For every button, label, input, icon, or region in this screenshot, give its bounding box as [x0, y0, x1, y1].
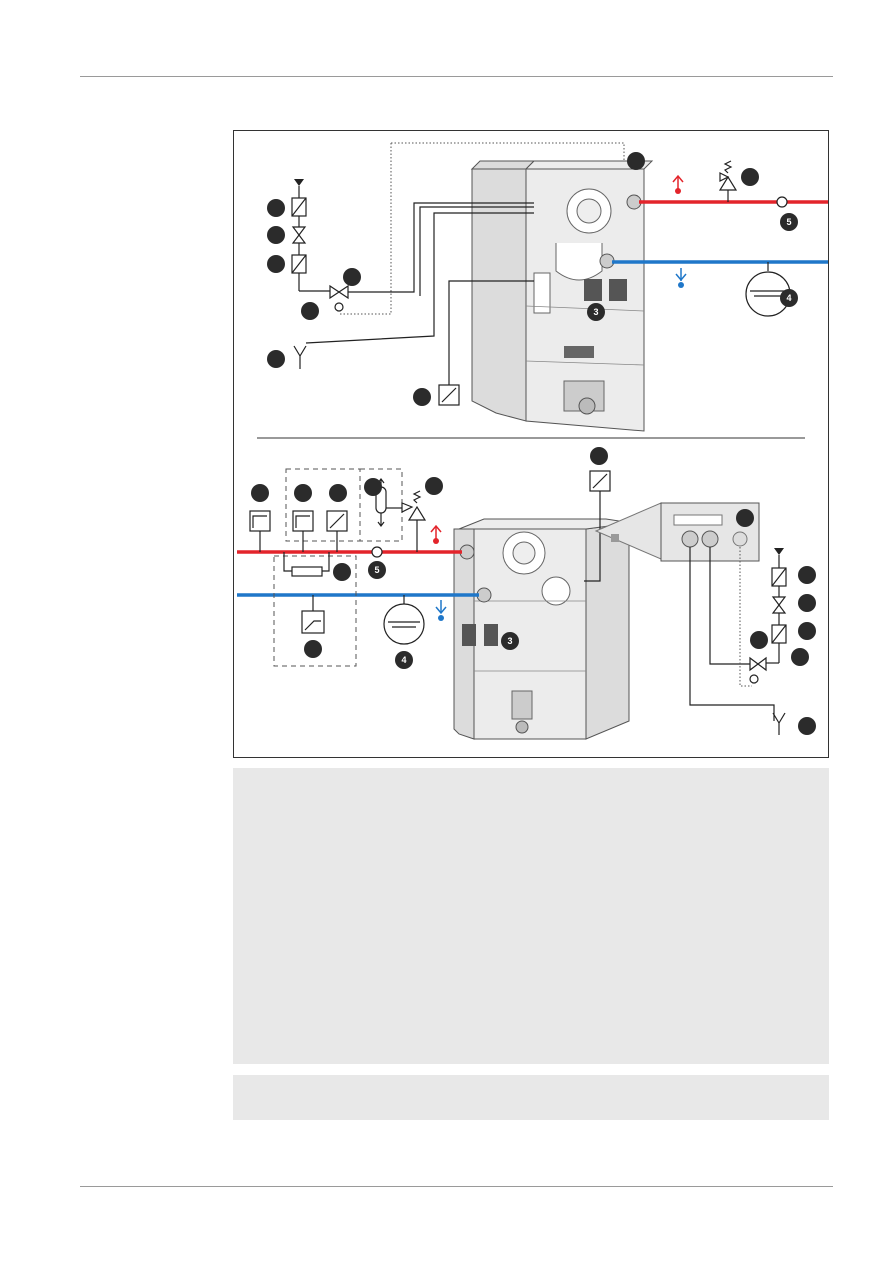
top-callout-4: 4: [786, 293, 791, 303]
top-supply-port: [627, 195, 641, 209]
legend-text-panel: [233, 768, 829, 1064]
top-temp-sensor-icon: [777, 197, 787, 207]
bottom-return-flow-icon: [436, 600, 446, 621]
bottom-expansion-vessel-icon: [384, 595, 424, 644]
top-expansion-vessel-icon: [746, 262, 790, 316]
bottom-return-port: [477, 588, 491, 602]
top-safety-valve-icon: [720, 161, 736, 202]
hydraulic-diagram-figure: .boiler { fill: #ececec; stroke: #555; s…: [233, 130, 829, 758]
diagram-svg: .boiler { fill: #ececec; stroke: #555; s…: [234, 131, 830, 759]
note-panel: [233, 1075, 829, 1120]
supply-flow-icon: [673, 176, 683, 194]
footer-rule: [80, 1186, 833, 1187]
header-rule: [80, 76, 833, 77]
bottom-drain-icon: [773, 713, 785, 735]
bottom-boiler-unit: [454, 519, 632, 739]
detail-supply-line: [710, 547, 750, 664]
bottom-fill-assembly: [750, 548, 786, 683]
bottom-callout-3: 3: [507, 636, 512, 646]
return-flow-icon: [676, 268, 686, 288]
top-callout-3: 3: [593, 307, 598, 317]
bottom-temp-sensor-icon: [372, 547, 382, 557]
top-boiler-unit: [472, 161, 652, 431]
bottom-supply-port: [460, 545, 474, 559]
bottom-callout-5: 5: [374, 565, 379, 575]
top-callout-5: 5: [786, 217, 791, 227]
bottom-supply-flow-icon: [431, 526, 441, 544]
top-return-port: [600, 254, 614, 268]
bottom-safety-valve-icon: [402, 491, 425, 552]
bottom-callout-4: 4: [401, 655, 406, 665]
